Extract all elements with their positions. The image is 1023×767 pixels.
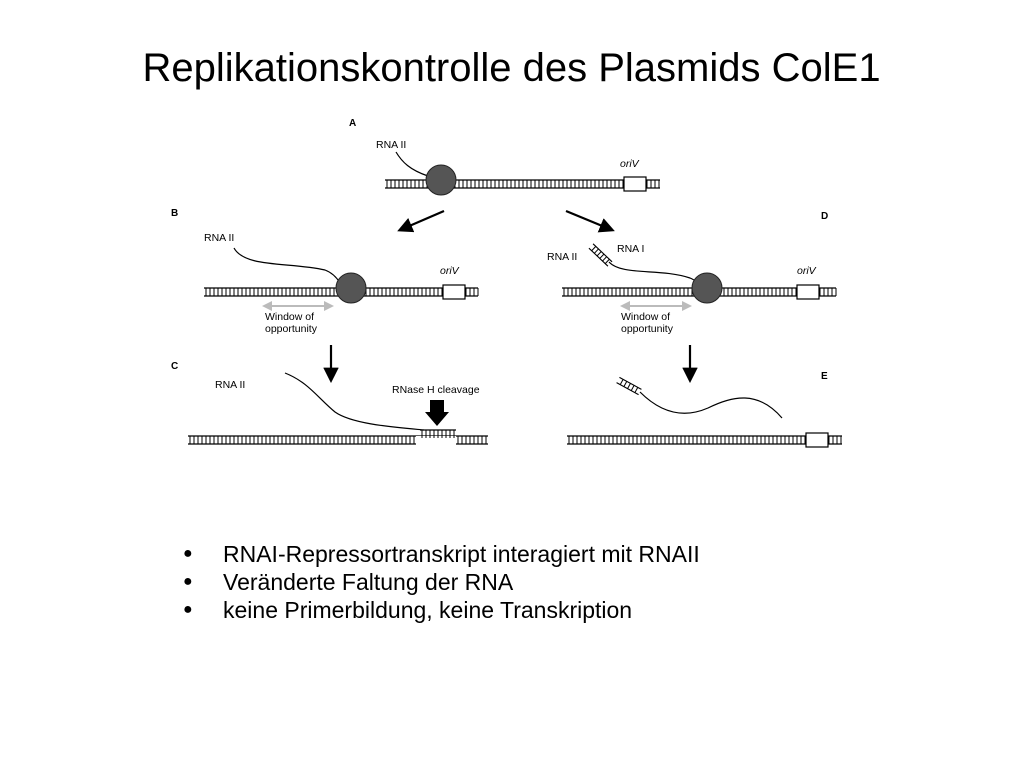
panel-b: B RNA II oriV Window of opportunity bbox=[171, 208, 479, 335]
panel-d-rna2-strand bbox=[608, 261, 701, 285]
panel-e-dna-duplex bbox=[567, 435, 842, 445]
panel-e-rna1-rna2-hybrid bbox=[616, 376, 642, 396]
bullet-text: RNAI-Repressortranskript interagiert mit… bbox=[223, 541, 700, 567]
slide-title: Replikationskontrolle des Plasmids ColE1 bbox=[142, 46, 881, 90]
panel-a-letter: A bbox=[349, 118, 356, 129]
bullet-text: keine Primerbildung, keine Transkription bbox=[223, 597, 633, 623]
panel-c-rna-dna-hybrid bbox=[420, 429, 456, 438]
panel-d-rna1-rna2-hybrid bbox=[588, 243, 613, 267]
panel-b-dna-duplex bbox=[204, 287, 479, 297]
panel-a-polymerase bbox=[425, 164, 457, 196]
panel-d: D RNA I RNA II oriV Window of opportunit… bbox=[547, 211, 837, 335]
panel-a-oriv-box bbox=[623, 176, 647, 192]
bullet-dot-icon: ● bbox=[183, 545, 193, 562]
panel-e: E bbox=[567, 371, 842, 448]
panel-d-oriv-label: oriV bbox=[797, 265, 817, 277]
panel-d-letter: D bbox=[821, 211, 828, 222]
panel-a-oriv-label: oriV bbox=[620, 158, 640, 170]
panel-a-rna2-strand bbox=[395, 151, 429, 177]
bullet-item: ● RNAI-Repressortranskript interagiert mi… bbox=[183, 540, 700, 568]
bullet-dot-icon: ● bbox=[183, 601, 193, 618]
panel-c-cleavage-arrow bbox=[425, 400, 449, 426]
panel-e-letter: E bbox=[821, 371, 828, 382]
arrow-a-to-b bbox=[397, 209, 445, 233]
panel-c: C RNA II RNase H cleavage bbox=[171, 361, 488, 445]
bullet-item: ● Veränderte Faltung der RNA bbox=[183, 568, 700, 596]
bullet-list: ● RNAI-Repressortranskript interagiert mi… bbox=[183, 540, 700, 624]
panel-b-letter: B bbox=[171, 208, 178, 219]
panel-d-rna1-label: RNA I bbox=[617, 243, 644, 255]
bullet-item: ● keine Primerbildung, keine Transkriptio… bbox=[183, 596, 700, 624]
panel-b-window-label-line1: Window of bbox=[265, 311, 314, 323]
panel-d-rna2-label: RNA II bbox=[547, 251, 577, 263]
panel-d-window-label-line2: opportunity bbox=[621, 323, 674, 335]
bullet-dot-icon: ● bbox=[183, 573, 193, 590]
panel-c-open-region bbox=[416, 436, 456, 445]
panel-c-rna2-strand bbox=[284, 372, 425, 431]
panel-c-rnase-label: RNase H cleavage bbox=[392, 384, 480, 396]
bullet-text: Veränderte Faltung der RNA bbox=[223, 569, 514, 595]
panel-d-window-arrow bbox=[620, 301, 692, 311]
panel-d-window-label-line1: Window of bbox=[621, 311, 670, 323]
panel-e-rna2-strand bbox=[639, 391, 783, 419]
panel-b-window-arrow bbox=[262, 301, 334, 311]
panel-d-polymerase bbox=[691, 272, 723, 304]
panel-b-oriv-label: oriV bbox=[440, 265, 460, 277]
panel-c-letter: C bbox=[171, 361, 178, 372]
panel-d-oriv-box bbox=[796, 284, 820, 300]
panel-b-window-label-line2: opportunity bbox=[265, 323, 318, 335]
panel-c-rna2-label: RNA II bbox=[215, 379, 245, 391]
panel-b-rna2-label: RNA II bbox=[204, 232, 234, 244]
arrow-a-to-d bbox=[565, 209, 615, 233]
panel-b-oriv-box bbox=[442, 284, 466, 300]
panel-b-rna2-strand bbox=[233, 247, 341, 284]
panel-a: A RNA II oriV bbox=[349, 118, 660, 196]
panel-e-oriv-box bbox=[805, 432, 829, 448]
panel-c-dna-duplex bbox=[188, 435, 488, 445]
panel-b-polymerase bbox=[335, 272, 367, 304]
panel-a-rna2-label: RNA II bbox=[376, 139, 406, 151]
